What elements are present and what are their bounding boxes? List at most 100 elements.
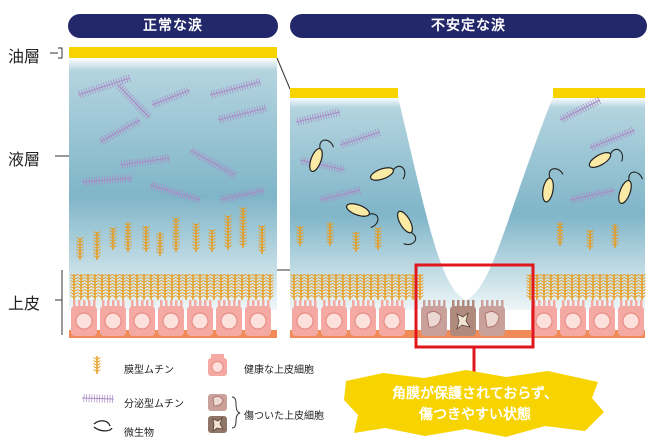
membrane-mucin [203,274,211,300]
healthy-epithelial-cell [379,300,405,336]
unstable-liquid-layer [290,97,645,310]
unstable-tear-title: 不安定な涙 [290,14,647,38]
secreted-mucin [217,104,267,124]
membrane-mucin [304,274,312,300]
microbe [542,168,564,203]
membrane-mucin [402,274,410,300]
membrane-mucin [140,274,148,300]
secreted-mucin [81,174,133,186]
secreted-mucin [589,126,636,152]
membrane-mucin [252,274,260,300]
membrane-mucin [192,223,200,252]
membrane-mucin [172,217,180,252]
secreted-mucin [219,186,266,204]
healthy-epithelial-cell [350,300,376,336]
membrane-mucin [175,274,183,300]
damaged-cell-legend-icon-1 [208,394,227,411]
healthy-epithelial-cell [531,300,557,336]
membrane-mucin [624,274,632,300]
healthy-epithelial-cell [589,300,615,336]
membrane-mucin [638,274,646,300]
membrane-mucin [239,207,247,248]
unstable-tear-panel [290,88,646,372]
membrane-mucin [575,274,583,300]
secreted-mucin [149,181,201,204]
healthy-epithelial-cell [129,300,155,336]
membrane-mucin [182,274,190,300]
membrane-mucin [142,226,150,252]
membrane-mucin [556,222,564,246]
oil-layer-label: 油層 [8,47,41,66]
healthy-cell-legend-icon [208,354,227,376]
membrane-mucin [224,274,232,300]
membrane-mucin [589,274,597,300]
healthy-epithelial-cell [560,300,586,336]
membrane-mucin [568,274,576,300]
membrane-mucin [339,274,347,300]
membrane-mucin [70,274,78,300]
damaged-epithelial-cell [421,300,447,336]
membrane-mucin [196,274,204,300]
membrane-mucin [93,231,101,260]
secreted-mucin-legend-label: 分泌型ムチン [124,399,184,410]
oil-connector-line [276,57,291,90]
microbe [345,203,379,228]
membrane-mucin [290,274,298,300]
membrane-mucin [631,274,639,300]
membrane-mucin [416,274,424,300]
membrane-mucin [332,274,340,300]
unstable-oil-layer-right [553,88,645,98]
microbe [369,165,406,181]
membrane-mucin [360,274,368,300]
membrane-mucin [98,274,106,300]
membrane-mucin [395,274,403,300]
secreted-mucin [295,108,341,126]
secreted-mucin-legend-icon [81,394,115,403]
membrane-mucin-legend-label: 膜型ムチン [124,365,174,376]
secreted-mucin [569,186,616,204]
secreted-mucin [339,128,381,149]
membrane-mucin [311,274,319,300]
membrane-mucin [325,274,333,300]
membrane-mucin [259,274,267,300]
healthy-epithelial-cell [292,300,318,336]
membrane-mucin [540,274,548,300]
healthy-epithelial-cell [187,300,213,336]
secreted-mucin [151,87,191,109]
damaged-cell-legend-brace [231,396,241,429]
damaged-cell-legend-icon-2 [208,416,227,433]
microbe [618,171,643,205]
membrane-mucin [554,274,562,300]
membrane-mucin [353,274,361,300]
membrane-mucin [617,274,625,300]
membrane-mucin [210,274,218,300]
membrane-mucin [154,274,162,300]
membrane-mucin [381,274,389,300]
healthy-epithelial-cell [321,300,347,336]
membrane-mucin [326,222,334,246]
secreted-mucin [77,74,131,99]
damaged-epithelial-cell [479,300,505,336]
damaged-cell-legend-label: 傷ついた上皮細胞 [244,411,324,422]
secreted-mucin [119,154,171,169]
membrane-mucin [105,274,113,300]
membrane-mucin [109,227,117,250]
epithelium-label: 上皮 [8,294,41,313]
damaged-epithelial-cell [450,300,476,336]
membrane-mucin [84,274,92,300]
membrane-mucin [76,237,84,260]
microbe [309,139,334,173]
callout-line-2: 傷つきやすい状態 [419,407,531,423]
membrane-mucin [126,274,134,300]
layer-brackets [50,47,69,335]
membrane-mucin [93,356,101,374]
membrane-mucin [611,224,619,248]
membrane-mucin [208,229,216,252]
secreted-mucin [99,117,141,145]
callout-background [344,370,604,437]
membrane-mucin [374,227,382,250]
membrane-mucin [147,274,155,300]
membrane-mucin [374,274,382,300]
